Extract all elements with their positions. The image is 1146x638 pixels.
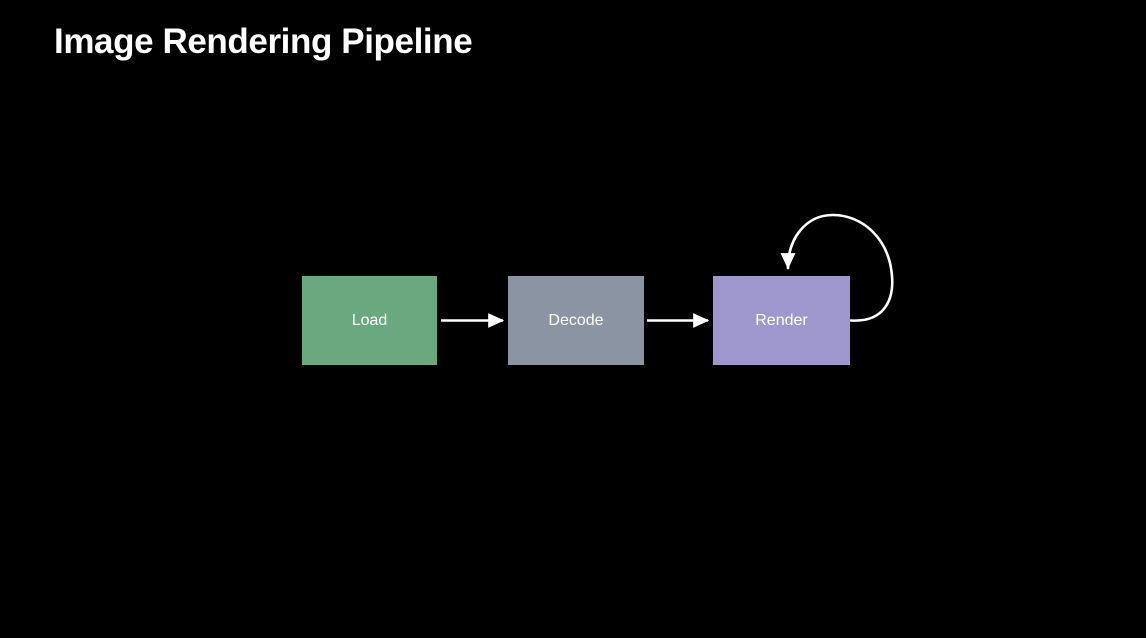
node-load-label: Load	[351, 311, 388, 329]
edge-render-self-loop	[780, 213, 894, 322]
node-render-label: Render	[755, 311, 808, 329]
node-render[interactable]: Render	[713, 276, 850, 365]
page-title: Image Rendering Pipeline	[54, 22, 473, 61]
node-decode[interactable]: Decode	[508, 276, 644, 365]
node-load[interactable]: Load	[302, 276, 437, 365]
node-decode-label: Decode	[548, 311, 604, 329]
